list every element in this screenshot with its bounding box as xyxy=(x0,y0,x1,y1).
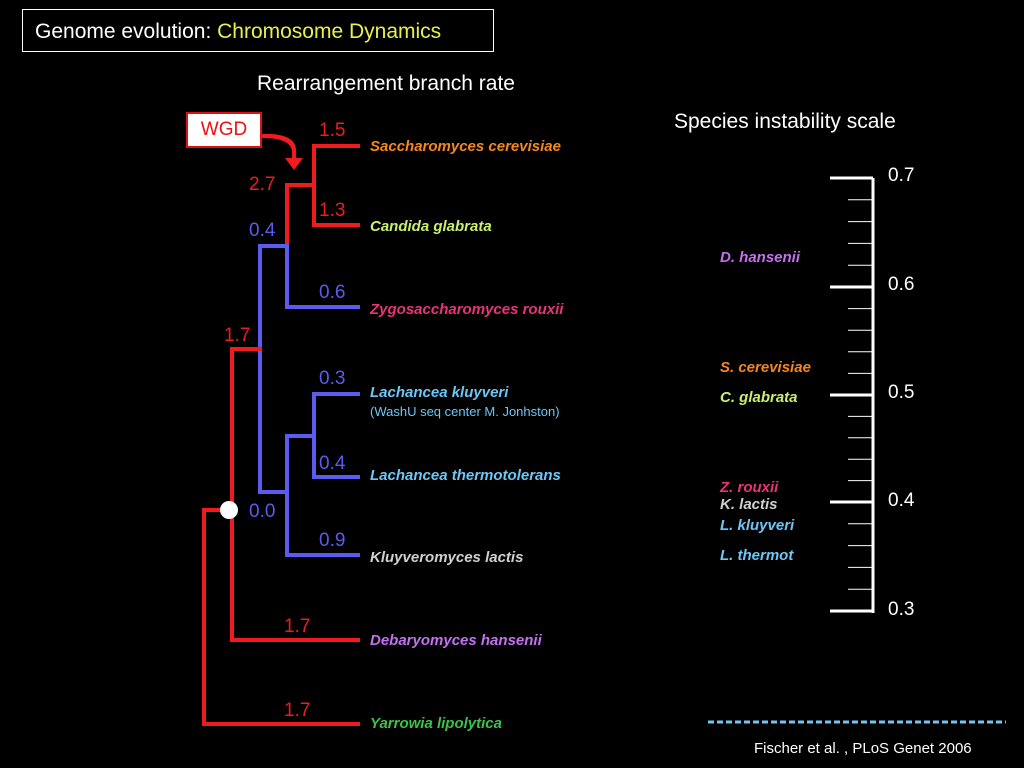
scale-tick-0-3: 0.3 xyxy=(888,599,915,620)
kluyveri-note: (WashU seq center M. Jonhston) xyxy=(370,404,560,419)
rate-hansenii: 1.7 xyxy=(284,616,311,637)
root-node xyxy=(220,501,238,519)
species-lactis: Kluyveromyces lactis xyxy=(370,549,524,566)
scale-tick-0-7: 0.7 xyxy=(888,165,915,186)
scale-species-hansenii: D. hansenii xyxy=(720,249,801,266)
species-lipolytica: Yarrowia lipolytica xyxy=(370,715,502,732)
title-prefix: Genome evolution: xyxy=(35,20,218,43)
species-hansenii: Debaryomyces hansenii xyxy=(370,632,542,649)
rate-thermotolerans: 0.4 xyxy=(319,453,346,474)
species-cerevisiae: Saccharomyces cerevisiae xyxy=(370,138,561,155)
branch-rate-heading: Rearrangement branch rate xyxy=(257,72,515,95)
rate-post-wgd: 0.4 xyxy=(249,220,276,241)
rate-cerevisiae: 1.5 xyxy=(319,120,346,141)
scale-species-cerevisiae: S. cerevisiae xyxy=(720,359,811,376)
wgd-arrow xyxy=(262,133,303,170)
instability-scale-heading: Species instability scale xyxy=(674,110,896,133)
scale-tick-0-6: 0.6 xyxy=(888,274,915,295)
wgd-label: WGD xyxy=(186,112,262,148)
rate-node-1-7: 1.7 xyxy=(224,325,251,346)
scale-species-lactis: K. lactis xyxy=(720,496,778,513)
scale-species-rouxii: Z. rouxii xyxy=(720,479,779,496)
species-glabrata: Candida glabrata xyxy=(370,218,492,235)
title-accent: Chromosome Dynamics xyxy=(217,20,442,43)
species-thermotolerans: Lachancea thermotolerans xyxy=(370,467,561,484)
rate-lactis: 0.9 xyxy=(319,530,346,551)
species-kluyveri: Lachancea kluyveri xyxy=(370,384,509,401)
citation: Fischer et al. , PLoS Genet 2006 xyxy=(754,740,972,757)
branch-hansenii xyxy=(230,347,360,642)
scale-species-thermot: L. thermot xyxy=(720,547,794,564)
rate-rouxii: 0.6 xyxy=(319,282,346,303)
scale-tick-0-4: 0.4 xyxy=(888,490,915,511)
rate-lipolytica: 1.7 xyxy=(284,700,311,721)
scale-species-kluyveri: L. kluyveri xyxy=(720,517,795,534)
slide-title: Genome evolution: Chromosome Dynamics xyxy=(22,9,494,52)
branch-lachancea xyxy=(258,392,360,557)
rate-wgd-node: 2.7 xyxy=(249,174,276,195)
branch-cerevisiae xyxy=(285,144,360,227)
rate-kluyveri: 0.3 xyxy=(319,368,346,389)
rate-glabrata: 1.3 xyxy=(319,200,346,221)
species-rouxii: Zygosaccharomyces rouxii xyxy=(370,301,564,318)
scale-tick-0-5: 0.5 xyxy=(888,382,915,403)
branch-post-wgd xyxy=(258,244,360,494)
scale-species-glabrata: C. glabrata xyxy=(720,389,798,406)
rate-root: 0.0 xyxy=(249,501,276,522)
